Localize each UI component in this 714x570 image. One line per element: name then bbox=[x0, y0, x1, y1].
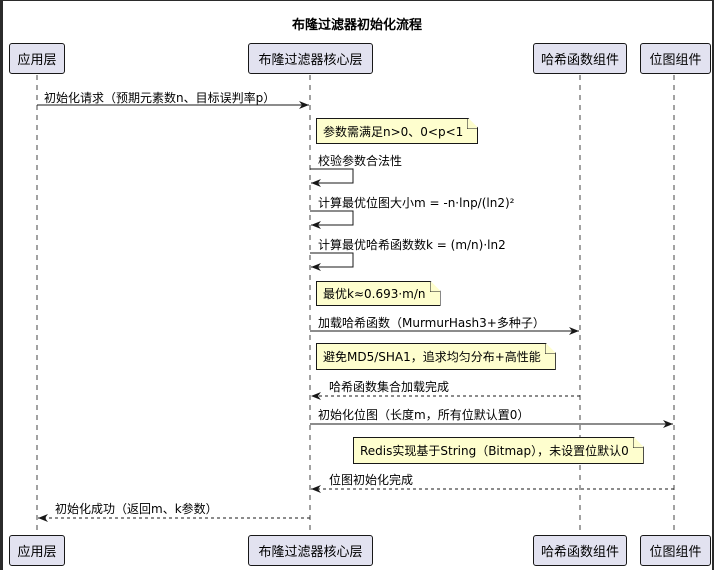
note: Redis实现基于String（Bitmap），未设置位默认0 bbox=[353, 437, 644, 464]
note: 最优k≈0.693·m/n bbox=[316, 281, 441, 306]
participant-app-top: 应用层 bbox=[9, 43, 65, 74]
participant-hash-top: 哈希函数组件 bbox=[533, 43, 627, 74]
participant-bitmap-bottom: 位图组件 bbox=[640, 535, 711, 566]
note: 避免MD5/SHA1，追求均匀分布+高性能 bbox=[316, 343, 556, 370]
note-text: 避免MD5/SHA1，追求均匀分布+高性能 bbox=[323, 350, 541, 364]
message-label: 校验参数合法性 bbox=[318, 154, 403, 168]
participant-hash-bottom: 哈希函数组件 bbox=[533, 535, 627, 566]
participant-core-bottom: 布隆过滤器核心层 bbox=[248, 535, 373, 566]
message-label: 加载哈希函数（MurmurHash3+多种子） bbox=[318, 316, 545, 330]
note: 参数需满足n>0、0<p<1 bbox=[316, 118, 478, 144]
note-text: 参数需满足n>0、0<p<1 bbox=[323, 124, 464, 139]
arrow-self-calc-k bbox=[310, 252, 354, 271]
message-label: 位图初始化完成 bbox=[329, 473, 414, 487]
message-label: 计算最优位图大小m = -n·lnp/(ln2)² bbox=[318, 196, 515, 210]
message-label: 初始化位图（长度m，所有位默认置0） bbox=[318, 408, 530, 422]
message-label: 初始化请求（预期元素数n、目标误判率p） bbox=[44, 91, 276, 105]
participant-app-bottom: 应用层 bbox=[9, 535, 65, 566]
note-text: Redis实现基于String（Bitmap），未设置位默认0 bbox=[360, 444, 629, 458]
participant-bitmap-top: 位图组件 bbox=[640, 43, 711, 74]
message-label: 哈希函数集合加载完成 bbox=[329, 380, 450, 394]
participant-core-top: 布隆过滤器核心层 bbox=[248, 43, 373, 74]
message-label: 计算最优哈希函数数k = (m/n)·ln2 bbox=[318, 238, 506, 252]
arrow-self-calc-m bbox=[310, 210, 354, 229]
diagram-title: 布隆过滤器初始化流程 bbox=[291, 18, 422, 33]
message-label: 初始化成功（返回m、k参数） bbox=[55, 502, 218, 516]
note-text: 最优k≈0.693·m/n bbox=[323, 287, 426, 301]
arrow-self-validate bbox=[310, 168, 354, 187]
